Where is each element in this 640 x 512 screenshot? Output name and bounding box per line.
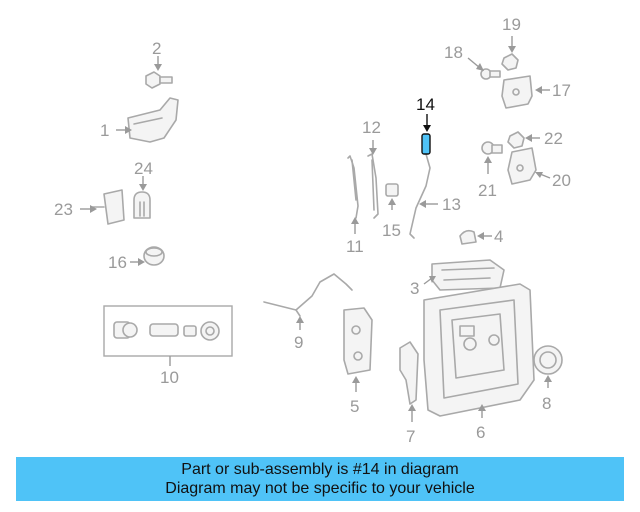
label-1: 1 <box>100 121 109 140</box>
label-20: 20 <box>552 171 571 190</box>
part-11-rod <box>347 155 359 219</box>
part-6-door-module <box>423 283 535 417</box>
part-5-latch <box>343 307 373 375</box>
part-7-bracket <box>399 341 419 405</box>
part-14-clip <box>421 133 431 155</box>
part-1-handle <box>127 97 179 143</box>
part-23-bracket <box>91 189 125 225</box>
part-10-lock-kit <box>103 305 233 357</box>
part-3-inside-handle <box>431 259 505 291</box>
part-22-nut <box>507 131 525 149</box>
part-15-clip <box>385 183 399 197</box>
label-9: 9 <box>294 333 303 352</box>
label-3: 3 <box>410 279 419 298</box>
banner-line-1: Part or sub-assembly is #14 in diagram <box>181 461 459 478</box>
part-12-rod <box>367 153 379 219</box>
label-5: 5 <box>350 397 359 416</box>
label-17: 17 <box>552 81 571 100</box>
part-4-grommet <box>459 229 477 245</box>
label-7: 7 <box>406 427 415 446</box>
part-9-cable <box>263 273 353 317</box>
part-20-hinge <box>507 147 537 185</box>
label-24: 24 <box>134 159 153 178</box>
label-2: 2 <box>152 39 161 58</box>
info-banner: Part or sub-assembly is #14 in diagram D… <box>16 457 624 501</box>
part-2-bolt <box>145 71 173 89</box>
part-8-speaker <box>533 345 563 375</box>
label-13: 13 <box>442 195 461 214</box>
part-19-nut <box>501 53 519 71</box>
label-22: 22 <box>544 129 563 148</box>
label-18: 18 <box>444 43 463 62</box>
label-23: 23 <box>54 200 73 219</box>
part-24-clip <box>133 191 151 219</box>
label-15: 15 <box>382 221 401 240</box>
part-21-screw <box>481 141 503 155</box>
label-21: 21 <box>478 181 497 200</box>
label-16: 16 <box>108 253 127 272</box>
part-13-rod <box>409 153 431 239</box>
label-6: 6 <box>476 423 485 442</box>
label-19: 19 <box>502 15 521 34</box>
part-16-bumper <box>143 246 165 266</box>
label-4: 4 <box>494 227 503 246</box>
banner-line-2: Diagram may not be specific to your vehi… <box>165 480 475 497</box>
label-10: 10 <box>160 368 179 387</box>
part-17-hinge <box>501 75 533 109</box>
label-12: 12 <box>362 118 381 137</box>
parts-diagram: 1 2 23 24 16 10 <box>54 15 571 446</box>
label-8: 8 <box>542 394 551 413</box>
label-11: 11 <box>346 237 364 256</box>
label-14: 14 <box>416 95 435 114</box>
part-18-screw <box>480 68 501 80</box>
